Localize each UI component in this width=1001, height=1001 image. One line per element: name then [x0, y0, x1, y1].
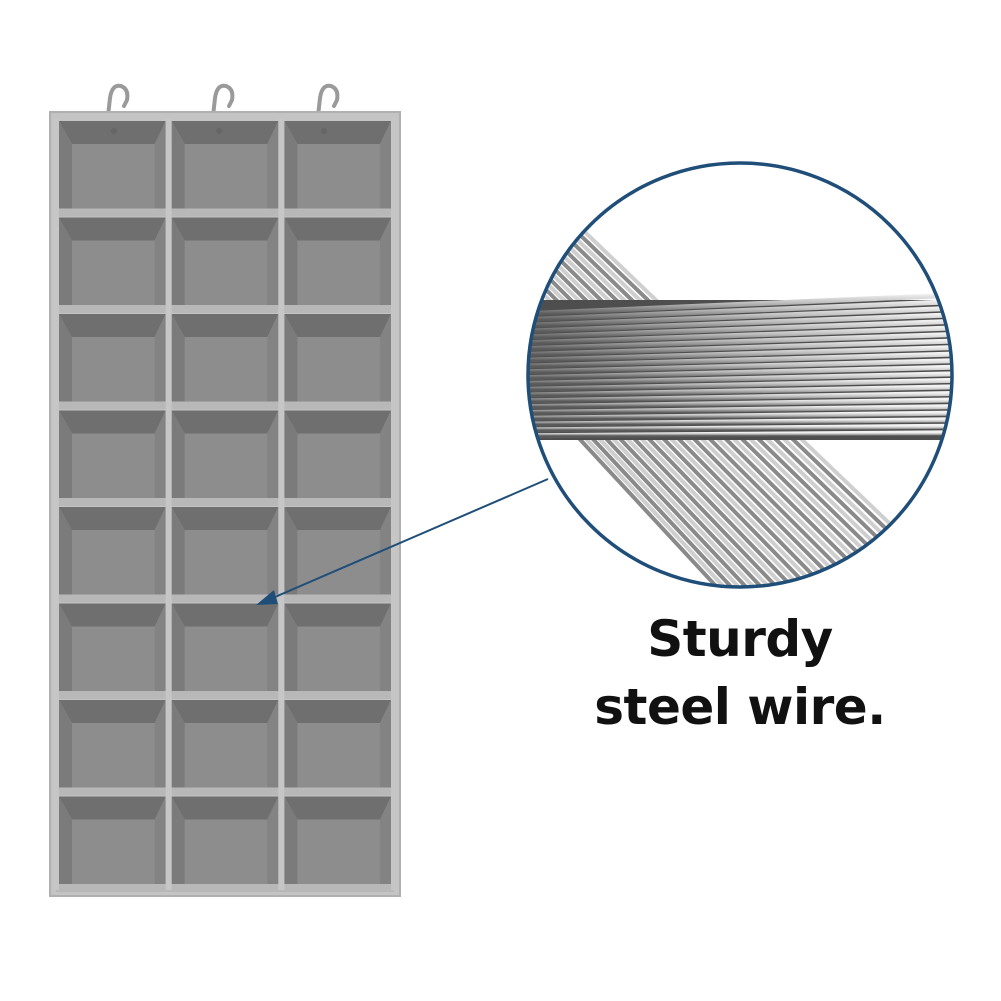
steel-wire — [559, 375, 952, 587]
steel-wire — [528, 364, 952, 381]
hook-icon — [316, 83, 340, 118]
steel-wire — [567, 411, 952, 587]
hook-eyelets — [111, 128, 327, 134]
steel-wire — [528, 357, 952, 375]
cubby-compartment — [56, 121, 169, 217]
steel-wire — [570, 429, 952, 587]
cubby-compartment — [56, 410, 169, 506]
cubby-compartment — [168, 121, 282, 217]
cubby-compartment — [56, 217, 169, 313]
cubby-compartment — [168, 410, 282, 506]
hook-icon — [106, 83, 130, 118]
cubby-grid — [53, 118, 397, 892]
steel-wire — [528, 344, 952, 363]
cubby-divider — [391, 118, 397, 890]
steel-wire — [563, 393, 952, 587]
hanger-hooks — [106, 83, 340, 118]
caption-line-2: steel wire. — [594, 678, 886, 736]
cubby-compartment — [56, 700, 169, 796]
hanging-shoe-organizer — [49, 83, 401, 897]
steel-wire — [528, 291, 952, 317]
cubby-compartment — [56, 314, 169, 410]
steel-wire — [529, 222, 952, 587]
caption-line-1: Sturdy — [647, 610, 833, 668]
steel-wire — [528, 350, 952, 369]
feature-caption: Sturdy steel wire. — [560, 605, 920, 741]
cubby-compartment — [168, 314, 282, 410]
cubby-compartment — [168, 217, 282, 313]
steel-wire — [528, 423, 952, 433]
steel-wire — [528, 410, 952, 421]
callout-arrow — [256, 478, 549, 605]
steel-wire — [528, 383, 952, 398]
steel-wire — [528, 304, 952, 329]
steel-wire — [528, 430, 952, 439]
eyelet — [321, 128, 327, 134]
steel-wire — [528, 397, 952, 410]
cubby-compartment — [168, 700, 282, 796]
steel-wire — [528, 298, 952, 323]
steel-wire — [561, 384, 952, 587]
steel-wire — [528, 311, 952, 334]
steel-wire — [558, 366, 952, 587]
cubby-compartment — [281, 603, 394, 699]
steel-wire — [528, 370, 952, 387]
cubby-divider — [53, 118, 59, 890]
cubby-compartment — [281, 410, 394, 506]
cubby-divider — [278, 118, 285, 890]
steel-wire-bundle — [528, 168, 952, 587]
cubby-compartment — [56, 507, 169, 603]
cubby-compartment — [281, 314, 394, 410]
steel-wire — [528, 390, 952, 404]
cubby-compartment — [281, 796, 394, 892]
steel-wire — [528, 416, 952, 427]
steel-wire — [565, 402, 952, 587]
eyelet — [111, 128, 117, 134]
cubby-compartment — [281, 507, 394, 603]
steel-wire — [528, 317, 952, 340]
arrowhead-icon — [256, 590, 278, 605]
closeup-border — [526, 161, 954, 589]
cubby-compartment — [168, 796, 282, 892]
cubby-compartment — [56, 796, 169, 892]
cubby-compartment — [281, 700, 394, 796]
cubby-compartment — [281, 217, 394, 313]
steel-wire-closeup — [526, 161, 954, 589]
steel-wire — [528, 324, 952, 346]
steel-wire — [528, 337, 952, 358]
eyelet — [216, 128, 222, 134]
steel-wire — [528, 403, 952, 416]
hook-icon — [211, 83, 235, 118]
cubby-compartment — [281, 121, 394, 217]
cubby-compartment — [56, 603, 169, 699]
steel-wire — [528, 331, 952, 352]
cubby-compartment — [168, 603, 282, 699]
steel-wire — [528, 377, 952, 392]
steel-wire — [568, 420, 952, 587]
cubby-compartment — [168, 507, 282, 603]
cubby-divider — [165, 118, 172, 890]
